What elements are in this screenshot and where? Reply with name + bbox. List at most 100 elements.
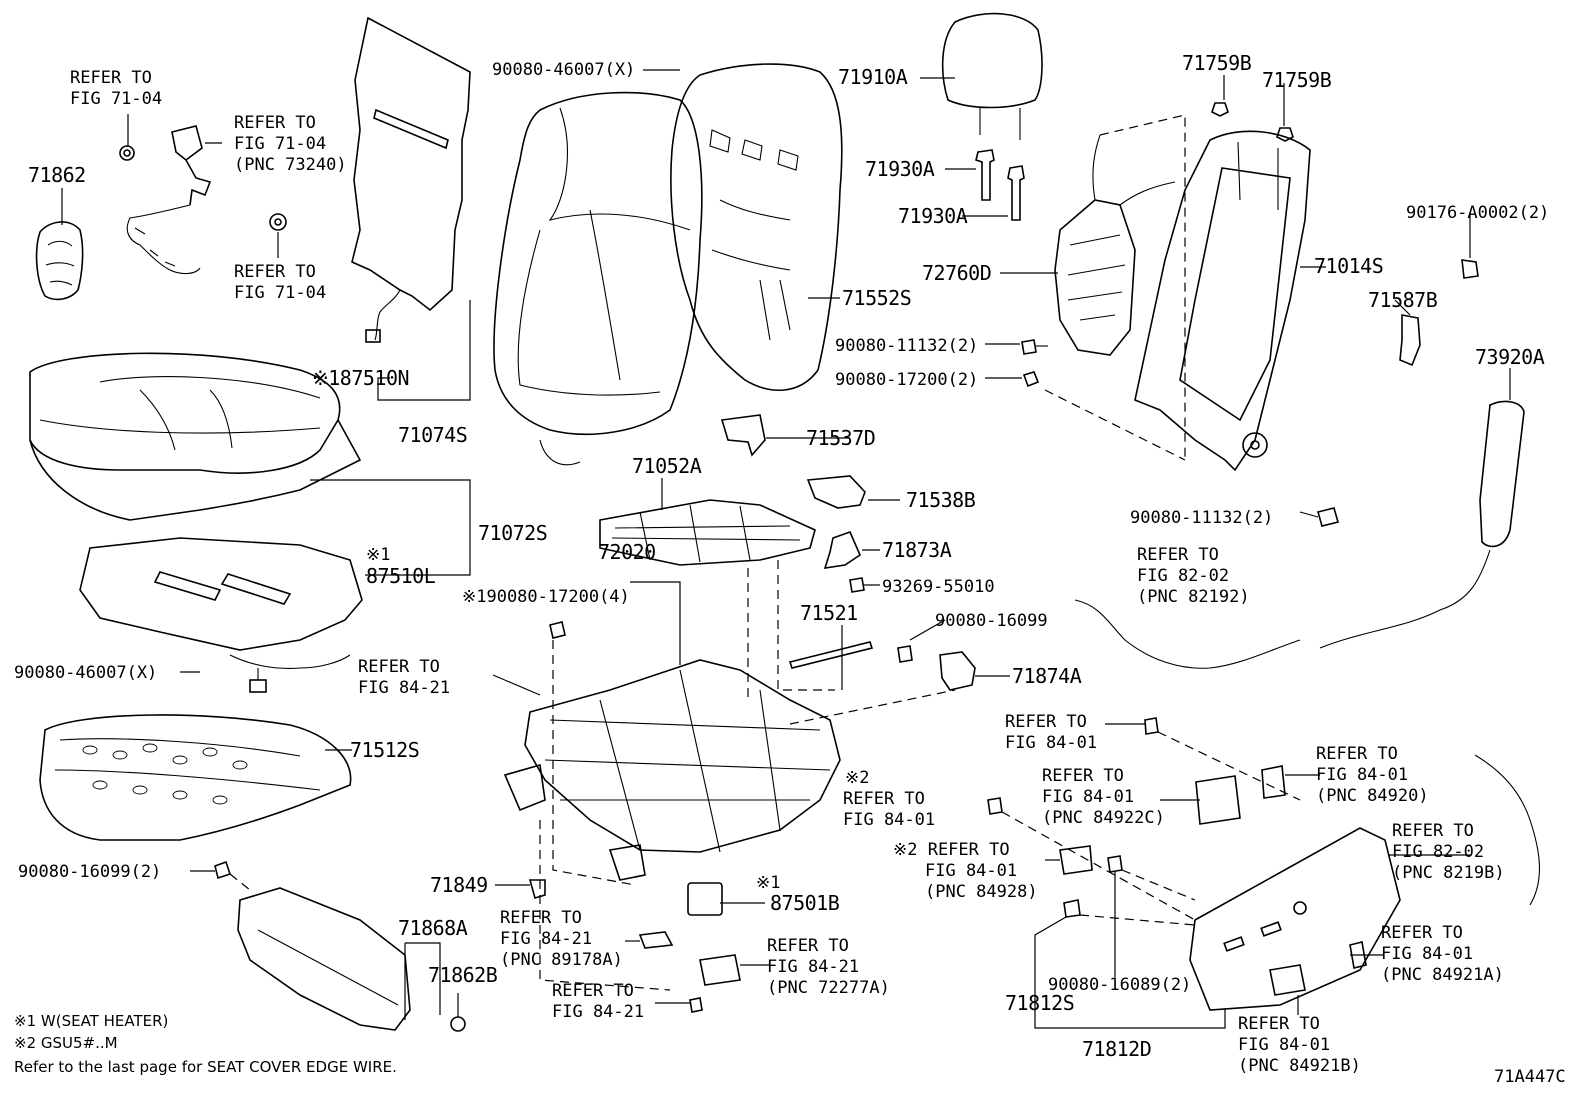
clip-71849 bbox=[528, 879, 546, 900]
connector-89178A bbox=[638, 931, 674, 949]
assembly-line-e bbox=[229, 873, 251, 891]
label-90080-17200-4: ※190080-17200(4) bbox=[462, 587, 630, 607]
bracket-71874A bbox=[939, 651, 976, 691]
cover-71868A bbox=[237, 887, 411, 1031]
label-71521: 71521 bbox=[800, 601, 858, 625]
label-refer-fig84-01-a-2: FIG 84-01 bbox=[1005, 733, 1097, 753]
side-airbag bbox=[1319, 400, 1525, 649]
headrest-guides bbox=[975, 149, 1025, 221]
clip-71759B-left bbox=[1211, 102, 1229, 117]
note-seat-heater: ※1 W(SEAT HEATER) bbox=[14, 1012, 168, 1030]
seat-spring bbox=[599, 499, 816, 566]
label-73920A: 73920A bbox=[1475, 345, 1545, 369]
label-refer-fig82-02-a-2: FIG 82-02 bbox=[1137, 566, 1229, 586]
label-refer-fig84-21-b-2: FIG 84-21 bbox=[500, 929, 592, 949]
label-71552S: 71552S bbox=[842, 286, 911, 310]
label-71512S: 71512S bbox=[350, 738, 419, 762]
label-71537D: 71537D bbox=[806, 426, 875, 450]
label-refer-fig82-02-a-1: REFER TO bbox=[1137, 545, 1219, 565]
label-87510N: ※187510N bbox=[312, 366, 409, 390]
seatback-cover bbox=[493, 91, 703, 466]
seatback-pad bbox=[670, 63, 843, 391]
label-refer-fig84-21-a-1: REFER TO bbox=[358, 657, 440, 677]
label-refer-fig84-01-b-1: REFER TO bbox=[1316, 744, 1398, 764]
label-refer-fig84-01-c-3: (PNC 84922C) bbox=[1042, 808, 1165, 828]
label-refer-fig71-04-b-2: FIG 71-04 bbox=[234, 134, 326, 154]
label-71930A-2: 71930A bbox=[898, 204, 968, 228]
label-90176-a0002: 90176-A0002(2) bbox=[1406, 203, 1549, 223]
label-refer-fig82-02-b-3: (PNC 8219B) bbox=[1392, 863, 1505, 883]
label-90080-17200-a: 90080-17200(2) bbox=[835, 370, 978, 390]
side-cover-71812D bbox=[1189, 827, 1401, 1011]
assembly-line-a bbox=[552, 640, 636, 886]
label-refer-fig84-01-d-mark: ※2 bbox=[845, 768, 869, 788]
label-90080-46007-bottom: 90080-46007(X) bbox=[14, 663, 157, 683]
label-refer-fig84-01-a-1: REFER TO bbox=[1005, 712, 1087, 732]
bolt-90080-16099 bbox=[897, 645, 913, 663]
clip-71862B bbox=[450, 1016, 466, 1032]
seat-cushion-heater-pad bbox=[79, 537, 363, 693]
label-93269-55010: 93269-55010 bbox=[882, 577, 995, 597]
bolt-71812S bbox=[1063, 899, 1081, 918]
knob-84921B bbox=[1269, 964, 1306, 996]
label-71910A: 71910A bbox=[838, 65, 908, 89]
label-refer-fig84-01-f-3: (PNC 84921A) bbox=[1381, 965, 1504, 985]
label-90080-16099: 90080-16099 bbox=[935, 611, 1048, 631]
assembly-lines-right bbox=[1001, 731, 1301, 926]
note-edge-wire: Refer to the last page for SEAT COVER ED… bbox=[14, 1058, 397, 1076]
label-refer-fig84-01-e-2: FIG 84-01 bbox=[925, 861, 1017, 881]
connector-72277A bbox=[699, 954, 741, 986]
label-72020: 72020 bbox=[598, 540, 656, 564]
label-71587B: 71587B bbox=[1368, 288, 1438, 312]
label-refer-fig84-21-b-3: (PNC 89178A) bbox=[500, 950, 623, 970]
label-71868A: 71868A bbox=[398, 916, 468, 940]
label-refer-fig84-01-g-3: (PNC 84921B) bbox=[1238, 1056, 1361, 1076]
lumbar-support bbox=[1044, 114, 1186, 461]
label-87510L: 87510L bbox=[366, 564, 436, 588]
seatback-heater-pad bbox=[351, 16, 471, 343]
seat-adjuster bbox=[492, 621, 841, 881]
bracket-71538B bbox=[806, 475, 866, 509]
harness-8219B bbox=[1474, 754, 1540, 906]
label-refer-fig84-21-c-2: FIG 84-21 bbox=[767, 957, 859, 977]
label-71812D: 71812D bbox=[1082, 1037, 1151, 1061]
wire-71521 bbox=[788, 641, 874, 669]
label-refer-fig84-21-c-1: REFER TO bbox=[767, 936, 849, 956]
assembly-line-b bbox=[747, 560, 835, 700]
label-71759B-2: 71759B bbox=[1262, 68, 1332, 92]
label-90080-11132-a: 90080-11132(2) bbox=[835, 336, 978, 356]
bolt-90080-16089 bbox=[1107, 855, 1123, 873]
knob-84921A bbox=[1349, 941, 1367, 969]
label-refer-fig84-01-g-2: FIG 84-01 bbox=[1238, 1035, 1330, 1055]
label-71052A: 71052A bbox=[632, 454, 702, 478]
switch-84922C bbox=[1195, 775, 1241, 825]
label-90080-16089: 90080-16089(2) bbox=[1048, 975, 1191, 995]
bolt-90080-16099-2 bbox=[214, 860, 232, 880]
bolt-fig84-21 bbox=[689, 997, 703, 1013]
bolt-90080-11132-a bbox=[1021, 339, 1048, 355]
label-71873A: 71873A bbox=[882, 538, 952, 562]
switch-84920 bbox=[1261, 765, 1286, 799]
headrest bbox=[941, 12, 1043, 140]
label-71538B: 71538B bbox=[906, 488, 976, 512]
bolt-90080-11132-b bbox=[1299, 507, 1339, 527]
seat-cushion-cover bbox=[29, 352, 362, 521]
label-71862: 71862 bbox=[28, 163, 86, 187]
diagram-id: 71A447C bbox=[1494, 1067, 1566, 1087]
label-refer-fig84-01-d-1: REFER TO bbox=[843, 789, 925, 809]
label-refer-fig82-02-b-1: REFER TO bbox=[1392, 821, 1474, 841]
bolt-fig84-01-b bbox=[987, 797, 1003, 815]
label-72760D: 72760D bbox=[922, 261, 991, 285]
label-refer-fig84-01-c-1: REFER TO bbox=[1042, 766, 1124, 786]
label-refer-fig84-01-e-1: ※2 REFER TO bbox=[893, 840, 1010, 860]
label-refer-fig84-01-b-3: (PNC 84920) bbox=[1316, 786, 1429, 806]
label-71074S: 71074S bbox=[398, 423, 467, 447]
label-refer-fig84-01-b-2: FIG 84-01 bbox=[1316, 765, 1408, 785]
label-refer-fig82-02-b-2: FIG 82-02 bbox=[1392, 842, 1484, 862]
note-gsu5: ※2 GSU5#..M bbox=[14, 1034, 118, 1052]
label-refer-fig84-01-f-1: REFER TO bbox=[1381, 923, 1463, 943]
seatback-frame bbox=[1134, 130, 1311, 472]
label-71014S: 71014S bbox=[1314, 254, 1383, 278]
